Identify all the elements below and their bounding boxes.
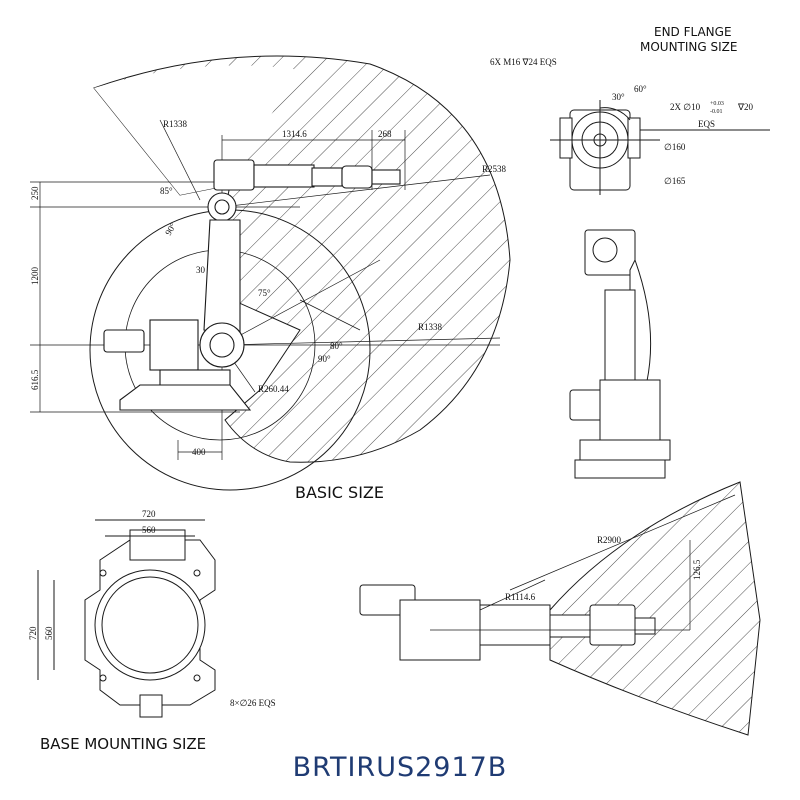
base-mounting-title: BASE MOUNTING SIZE xyxy=(40,735,206,753)
flange-60: 60° xyxy=(634,84,647,94)
flange-pin-tol-up: +0.03 xyxy=(710,101,724,107)
angle-90b: 90° xyxy=(318,354,331,364)
flange-holes: 6X M16 ∇24 EQS xyxy=(490,57,557,67)
dim-1314: 1314.6 xyxy=(282,129,307,139)
robot-front-view xyxy=(569,229,671,479)
robot-arm-side xyxy=(103,159,401,411)
dim-30: 30 xyxy=(196,265,206,275)
base-560-h: 560 xyxy=(142,525,156,535)
angle-85: 85° xyxy=(160,186,173,196)
flange-pin-depth: ∇20 xyxy=(737,102,754,112)
flange-pin: 2X ∅10 xyxy=(670,102,701,112)
dim-400: 400 xyxy=(192,447,206,457)
base-720-v: 720 xyxy=(28,626,38,640)
dim-r2538: R2538 xyxy=(482,164,507,174)
basic-size-title: BASIC SIZE xyxy=(295,483,384,502)
flange-30: 30° xyxy=(612,92,625,102)
flange-165: ∅165 xyxy=(664,176,686,186)
end-flange-title-2: MOUNTING SIZE xyxy=(640,40,737,54)
dim-r1338-top: R1338 xyxy=(163,119,188,129)
dim-268: 268 xyxy=(378,129,392,139)
dim-r1114: R1114.6 xyxy=(505,592,536,602)
flange-eqs: EQS xyxy=(698,119,715,129)
angle-80: 80° xyxy=(330,341,343,351)
flange-160: ∅160 xyxy=(664,142,686,152)
base-mounting-view xyxy=(37,519,216,718)
angle-90a: 90° xyxy=(163,221,178,237)
dim-r1338-mid: R1338 xyxy=(418,322,443,332)
base-720-h: 720 xyxy=(142,509,156,519)
extended-reach-view xyxy=(359,481,761,736)
end-flange-title-1: END FLANGE xyxy=(654,25,732,39)
model-name: BRTIRUS2917B xyxy=(292,752,508,783)
angle-75: 75° xyxy=(258,288,271,298)
base-560-v: 560 xyxy=(44,626,54,640)
dim-250: 250 xyxy=(30,186,40,200)
flange-pin-tol-dn: -0.01 xyxy=(710,109,723,115)
dim-r2900: R2900 xyxy=(597,535,622,545)
base-holes: 8×∅26 EQS xyxy=(230,698,276,708)
basic-size-view xyxy=(30,55,511,491)
dim-r260: R260.44 xyxy=(258,384,289,394)
inner-clear-region xyxy=(94,65,300,195)
dim-616: 616.5 xyxy=(30,369,40,390)
dim-126: 126.5 xyxy=(692,559,702,580)
dim-1200: 1200 xyxy=(30,267,40,286)
extended-envelope-hatched xyxy=(549,481,761,736)
end-flange-view xyxy=(550,100,770,195)
